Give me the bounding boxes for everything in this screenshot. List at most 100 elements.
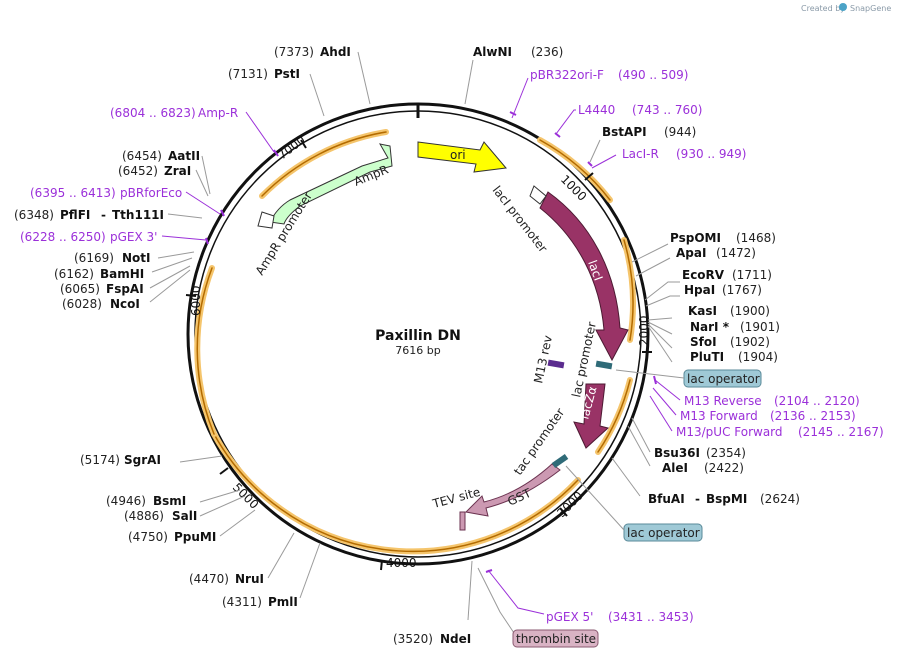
lac-operator-leader-1 [615,369,685,379]
enzyme-bamhi-pos: (6162) [54,267,94,281]
plasmid-length: 7616 bp [395,344,440,357]
primer-m13puc-range: (2145 .. 2167) [798,425,884,439]
primer-l4440-range: (743 .. 760) [632,103,702,117]
enzyme-apai-name[interactable]: ApaI [676,246,706,260]
enzyme-ppumi-pos: (4750) [128,530,168,544]
enzyme-apai-pos: (1472) [716,246,756,260]
primer-pgex5-name[interactable]: pGEX 5' [546,610,593,624]
enzyme-pflfi-pos: (6348) [14,208,54,222]
tev-site-mark [459,511,466,531]
ori-label: ori [450,148,466,162]
tac-promoter-label: tac promoter [511,406,567,478]
primer-l4440-name[interactable]: L4440 [578,103,615,117]
credit-text: Created by [801,4,845,13]
enzyme-nari-name[interactable]: NarI * [690,320,730,334]
primer-ampr-range: (6804 .. 6823) [110,106,196,120]
enzyme-noti-pos: (6169) [74,251,114,265]
enzyme-pflfi-sep: - [101,208,106,222]
primer-pbr322ori-name[interactable]: pBR322ori-F [530,68,604,82]
enzyme-pspomi-name[interactable]: PspOMI [670,231,721,245]
tick-label-3000: 3000 [554,489,585,520]
enzyme-bfuai-name[interactable]: BfuAI [648,492,685,506]
gst-arrow[interactable] [464,463,561,517]
laci-label: lacI [585,258,605,282]
primer-pgex5-range: (3431 .. 3453) [608,610,694,624]
lac-operator-leader-2 [565,465,625,531]
enzyme-noti-name[interactable]: NotI [122,251,151,265]
lac-operator-box-2[interactable] [623,523,703,542]
tick-label-5000: 5000 [230,480,261,511]
leader-lines [149,51,680,637]
enzyme-aatii-name[interactable]: AatII [168,149,200,163]
enzyme-ncoi-pos: (6028) [62,297,102,311]
primer-lacir-name[interactable]: LacI-R [622,147,659,161]
credit-brand: SnapGene [850,4,891,13]
primer-ampr-name[interactable]: Amp-R [198,106,238,120]
enzyme-fspai-name[interactable]: FspAI [106,282,144,296]
enzyme-sfoi-name[interactable]: SfoI [690,335,717,349]
enzyme-sali-name[interactable]: SalI [172,509,197,523]
thrombin-site-box[interactable] [512,629,599,648]
enzyme-bsmi-pos: (4946) [106,494,146,508]
enzyme-zrai-pos: (6452) [118,164,158,178]
enzyme-bsu36i-pos: (2354) [706,446,746,460]
tick-label-7000: 7000 [275,133,308,163]
m13rev-label: M13 rev [531,334,555,384]
enzyme-alei-name[interactable]: AleI [662,461,688,475]
tick-label-6000: 6000 [189,285,203,316]
ori-arrow[interactable] [417,141,507,173]
primer-pbrforeco-name[interactable]: pBRforEco [120,186,182,200]
enzyme-bstapi-name[interactable]: BstAPI [602,125,647,139]
enzyme-bsmi-name[interactable]: BsmI [153,494,186,508]
enzyme-ndei-pos: (3520) [393,632,433,646]
enzyme-bspmi-name[interactable]: BspMI [706,492,747,506]
primer-m13reverse-name[interactable]: M13 Reverse [684,394,762,408]
enzyme-pluti-name[interactable]: PluTI [690,350,724,364]
enzyme-nrui-pos: (4470) [189,572,229,586]
enzyme-sgrai-name[interactable]: SgrAI [124,453,161,467]
primer-pbrforeco-range: (6395 .. 6413) [30,186,116,200]
enzyme-aatii-pos: (6454) [122,149,162,163]
enzyme-nrui-name[interactable]: NruI [235,572,264,586]
enzyme-bfuai-sep: - [695,492,700,506]
enzyme-sgrai-pos: (5174) [80,453,120,467]
enzyme-sfoi-pos: (1902) [730,335,770,349]
primer-pbr322ori-range: (490 .. 509) [618,68,688,82]
primer-pgex3-range: (6228 .. 6250) [20,230,106,244]
tac-promoter-mark [551,453,569,469]
enzyme-ncoi-name[interactable]: NcoI [110,297,140,311]
thrombin-site-label: thrombin site [516,632,596,646]
enzyme-pmli-name[interactable]: PmlI [268,595,298,609]
enzyme-hpai-name[interactable]: HpaI [684,283,715,297]
primer-pgex3-name[interactable]: pGEX 3' [110,230,157,244]
enzyme-hpai-pos: (1767) [722,283,762,297]
enzyme-ecorv-pos: (1711) [732,268,772,282]
enzyme-pspomi-pos: (1468) [736,231,776,245]
primer-m13forward-name[interactable]: M13 Forward [680,409,758,423]
enzyme-bamhi-name[interactable]: BamHI [100,267,144,281]
tick-marks [185,139,652,571]
laci-arrow[interactable] [539,191,629,362]
primer-m13puc-name[interactable]: M13/pUC Forward [676,425,783,439]
enzyme-nari-pos: (1901) [740,320,780,334]
enzyme-zrai-name[interactable]: ZraI [164,164,191,178]
enzyme-kasi-name[interactable]: KasI [688,304,717,318]
enzyme-ndei-name[interactable]: NdeI [440,632,471,646]
enzyme-bsu36i-name[interactable]: Bsu36I [654,446,700,460]
snapgene-logo-icon [839,3,847,11]
enzyme-bfuai-pos: (2624) [760,492,800,506]
enzyme-ppumi-name[interactable]: PpuMI [174,530,216,544]
plasmid-name: Paxillin DN [375,328,461,344]
lac-operator-box-1[interactable] [683,369,762,388]
enzyme-psti-name[interactable]: PstI [274,67,300,81]
enzyme-ahdi-pos: (7373) [274,45,314,59]
lac-promoter-mark [595,360,613,370]
laczalpha-arrow[interactable] [573,383,610,449]
lac-operator-label-2: lac operator [627,526,700,540]
enzyme-pflfi-name[interactable]: PflFI [60,208,90,222]
enzyme-ahdi-name[interactable]: AhdI [320,45,351,59]
enzyme-ecorv-name[interactable]: EcoRV [682,268,725,282]
enzyme-alwni-name[interactable]: AlwNI [473,45,512,59]
enzyme-tth111i-name[interactable]: Tth111I [112,208,164,222]
